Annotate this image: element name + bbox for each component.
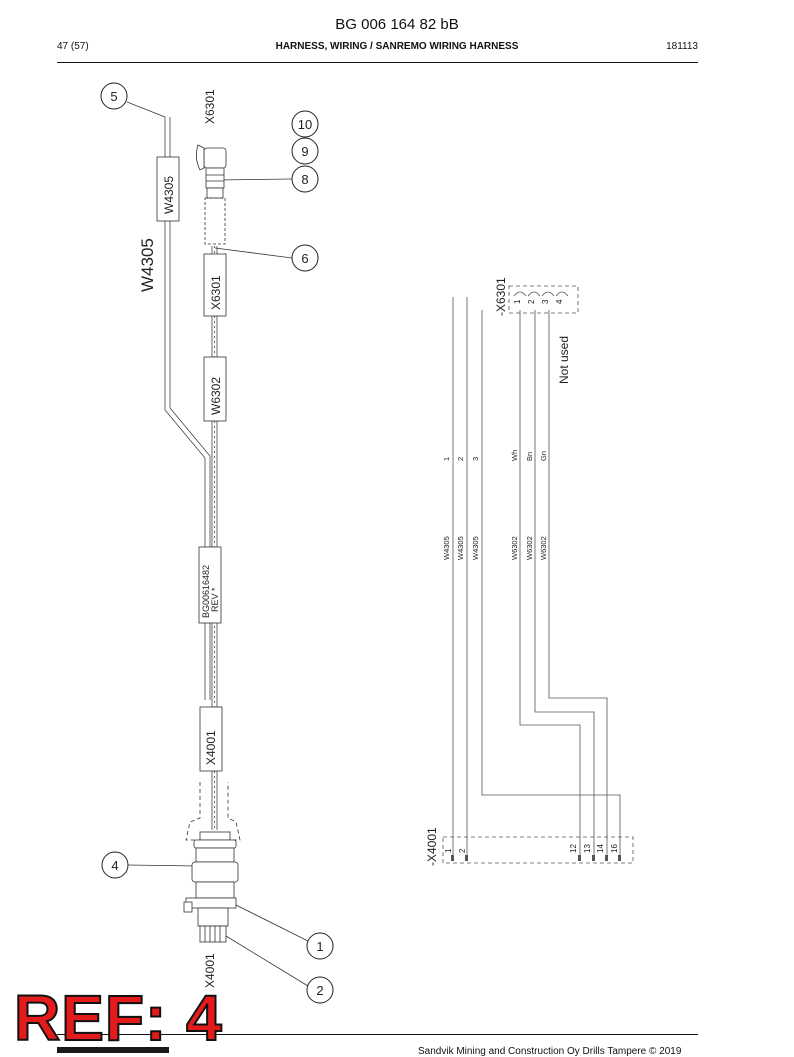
- x6301-connector: [196, 144, 227, 245]
- tag-text-x4001: X4001: [204, 730, 218, 765]
- tag-x4001: [199, 706, 223, 772]
- x4001-pin: 1: [444, 848, 453, 853]
- tag-label: [198, 546, 222, 624]
- callout-10: [291, 110, 319, 138]
- document-date: 181113: [666, 41, 698, 52]
- header-rule: [57, 62, 698, 63]
- x4001-pin: 12: [569, 844, 578, 853]
- schematic-pin-marks: [451, 855, 621, 861]
- callout-6: [291, 244, 319, 272]
- schematic-wires: [452, 297, 621, 860]
- callout-label: 1: [316, 939, 323, 954]
- callout-label: 8: [301, 172, 308, 187]
- wire-cable: W4305: [471, 536, 480, 560]
- callout-5: [100, 82, 128, 110]
- callout-circles: [100, 82, 334, 1004]
- tag-text-w4305: W4305: [162, 176, 176, 214]
- x4001-pin: 2: [458, 848, 467, 853]
- tag-text-x6301: X6301: [209, 275, 223, 310]
- tag-w6302: [203, 356, 227, 422]
- callout-8: [291, 165, 319, 193]
- tag-text-label-2: REV *: [210, 587, 220, 612]
- wire-id: Gn: [539, 451, 548, 461]
- callout-label: 10: [298, 117, 312, 132]
- wire-cable: W6302: [525, 536, 534, 560]
- page-title: HARNESS, WIRING / SANREMO WIRING HARNESS: [275, 41, 519, 52]
- callout-label: 6: [301, 251, 308, 266]
- wire-id: Wh: [510, 450, 519, 461]
- callout-2: [306, 976, 334, 1004]
- wire-cable: W6302: [539, 536, 548, 560]
- document-id: BG 006 164 82 bB: [335, 16, 459, 33]
- connector-name-x4001: -X4001: [425, 827, 439, 866]
- reference-stamp: REF: 4: [13, 982, 223, 1054]
- tag-w4305: [156, 156, 180, 222]
- tag-text-w6302: W6302: [209, 377, 223, 415]
- footer-copyright: Sandvik Mining and Construction Oy Drill…: [418, 1046, 682, 1057]
- schematic-x6301: [508, 285, 579, 314]
- x6301-pin: 1: [513, 299, 522, 304]
- wire-id: Bn: [525, 452, 534, 461]
- callout-label: 2: [316, 983, 323, 998]
- x4001-pin: 13: [583, 844, 592, 853]
- connector-label-x4001: X4001: [203, 953, 217, 988]
- wire-id: 3: [471, 457, 480, 461]
- company-logo-strip: [57, 1047, 169, 1053]
- connector-name-x6301: -X6301: [494, 277, 508, 316]
- callout-label: 9: [301, 144, 308, 159]
- callout-1: [306, 932, 334, 960]
- leader-lines: [126, 101, 309, 987]
- tag-x6301: [203, 253, 227, 317]
- x4001-pin: 14: [596, 844, 605, 853]
- callout-4: [101, 851, 129, 879]
- x6301-pin: 2: [527, 299, 536, 304]
- callout-label: 5: [110, 89, 117, 104]
- x4001-connector: [183, 782, 241, 943]
- callout-label: 4: [111, 858, 118, 873]
- not-used-note: Not used: [557, 336, 571, 384]
- wire-cable: W4305: [456, 536, 465, 560]
- x4001-pin: 16: [610, 844, 619, 853]
- cable-label-w4305: W4305: [138, 238, 157, 292]
- x6301-pin: 3: [541, 299, 550, 304]
- page-number: 47 (57): [57, 41, 89, 52]
- footer-rule: [57, 1034, 698, 1035]
- connector-label-x6301: X6301: [203, 89, 217, 124]
- x6301-pin: 4: [555, 299, 564, 304]
- tag-text-label-1: BG00616482: [201, 565, 211, 618]
- wire-id: 1: [442, 457, 451, 461]
- callout-9: [291, 137, 319, 165]
- wire-cable: W6302: [510, 536, 519, 560]
- wire-cable: W4305: [442, 536, 451, 560]
- wire-id: 2: [456, 457, 465, 461]
- schematic-x4001: [442, 836, 634, 864]
